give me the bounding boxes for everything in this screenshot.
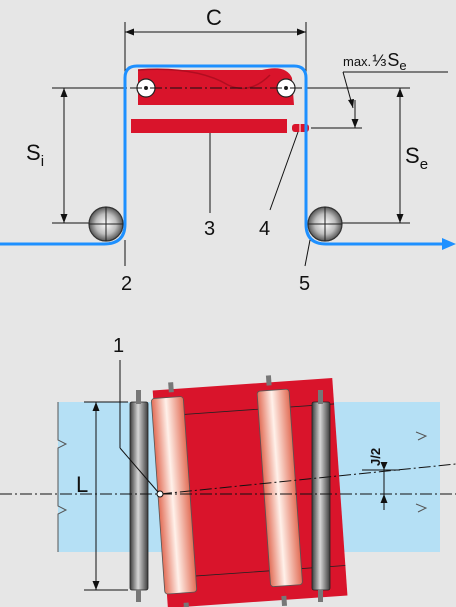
max-note-text: max.⅓Se bbox=[343, 50, 407, 73]
dim-si-label: Si bbox=[26, 140, 44, 170]
dim-c-label: C bbox=[206, 5, 222, 30]
guide-frame-top bbox=[151, 375, 348, 607]
callout-3: 3 bbox=[204, 218, 215, 240]
guide-frame bbox=[131, 68, 309, 133]
web-path bbox=[0, 64, 456, 250]
max-note: max.⅓Se bbox=[311, 50, 448, 129]
callout-4: 4 bbox=[259, 218, 270, 240]
callout-2: 2 bbox=[121, 273, 132, 295]
dimension-se: Se bbox=[306, 87, 428, 224]
fixed-roller-left bbox=[129, 390, 149, 602]
web-arrow-icon bbox=[442, 238, 456, 250]
dimension-si: Si bbox=[26, 87, 125, 224]
dim-l-label: L bbox=[76, 472, 88, 497]
roller-exit bbox=[307, 206, 343, 242]
callout-1: 1 bbox=[113, 335, 124, 357]
top-view: C Si bbox=[0, 5, 456, 295]
bottom-view: L J/2 1 bbox=[0, 335, 456, 607]
dimension-c: C bbox=[124, 5, 307, 78]
fixed-roller-right bbox=[311, 390, 331, 602]
dimension-j2: J/2 bbox=[362, 448, 400, 510]
roller-entry bbox=[88, 206, 124, 242]
dim-se-label: Se bbox=[405, 143, 428, 173]
callout-5: 5 bbox=[299, 273, 310, 295]
pivot-point bbox=[156, 490, 164, 498]
bottom-bar bbox=[131, 119, 287, 133]
dimension-l: L bbox=[76, 401, 128, 591]
dim-j2-label: J/2 bbox=[368, 448, 383, 466]
